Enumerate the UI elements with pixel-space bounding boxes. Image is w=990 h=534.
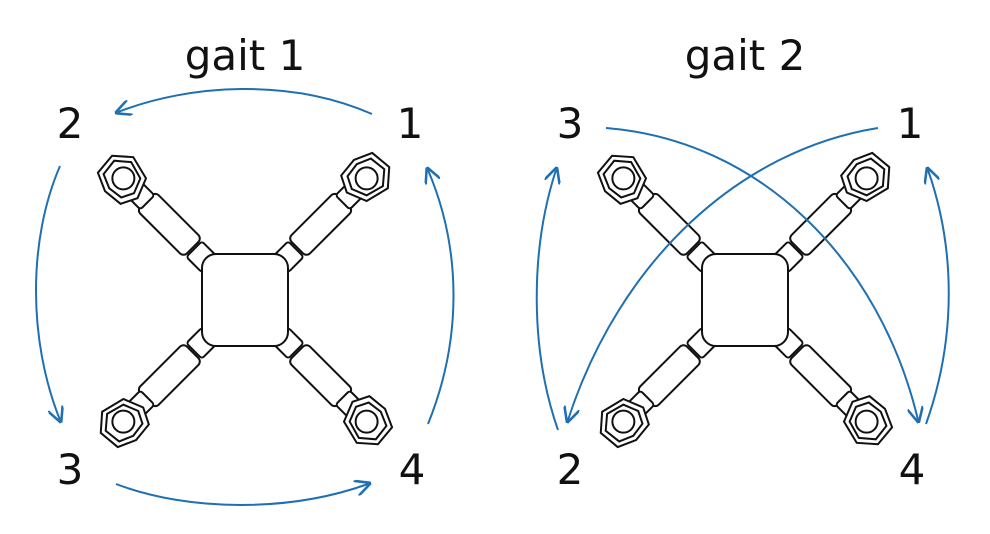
gait-2-leg-4-label: 4 xyxy=(899,445,926,494)
gait-1-arrow-3-to-4 xyxy=(115,484,368,506)
gait-1-leg-4-label: 4 xyxy=(399,445,426,494)
gait-1-leg-2-label: 2 xyxy=(57,99,84,148)
gait-2-title: gait 2 xyxy=(685,31,806,80)
gait-2-leg-1-label: 1 xyxy=(897,99,924,148)
gait-2-diagram: gait 2 1 3 2 4 xyxy=(535,31,950,494)
gait-1-arrow-2-to-3 xyxy=(35,165,60,420)
gait-2-arrow-3-to-4 xyxy=(605,127,918,420)
gait-1-title: gait 1 xyxy=(185,31,306,80)
gait-1-leg-1-label: 1 xyxy=(397,99,424,148)
gait-2-leg-3-label: 3 xyxy=(557,99,584,148)
robot-gait-1 xyxy=(91,146,399,454)
gait-2-arrow-4-to-1 xyxy=(926,170,950,425)
gait-1-leg-3-label: 3 xyxy=(57,445,84,494)
gait-2-arrow-1-to-2 xyxy=(568,127,879,420)
gait-1-arrow-1-to-2 xyxy=(118,87,373,114)
robot-gait-2 xyxy=(591,146,899,454)
gait-1-diagram: gait 1 1 2 3 4 xyxy=(35,31,455,506)
gait-1-arrow-4-to-1 xyxy=(428,170,455,425)
gait-2-arrow-2-to-3 xyxy=(535,170,558,431)
gait-2-leg-2-label: 2 xyxy=(557,445,584,494)
